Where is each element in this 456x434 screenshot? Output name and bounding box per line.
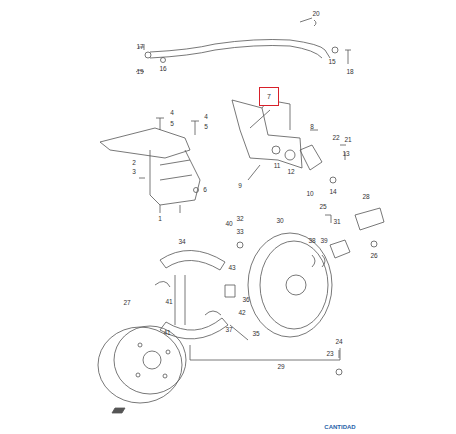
callout-number: 42	[237, 310, 246, 317]
callout-number: 20	[311, 11, 320, 18]
callout-number: 34	[177, 239, 186, 246]
callout-number: 5	[169, 121, 175, 128]
callout-number: 22	[331, 135, 340, 142]
callout-number: 8	[309, 124, 315, 131]
callout-number: 2	[131, 160, 137, 167]
washer	[272, 146, 280, 154]
callout-number: 16	[158, 66, 167, 73]
backing-plate-rim	[260, 241, 328, 329]
hub-hole	[286, 275, 306, 295]
cable-clip	[161, 58, 166, 63]
cable-end	[145, 52, 151, 58]
footer-label: CANTIDAD	[323, 424, 356, 430]
brake-drum	[98, 327, 182, 403]
callout-number: 40	[224, 221, 233, 228]
strut	[155, 281, 170, 287]
callout-number: 4	[169, 110, 175, 117]
callout-number: 25	[318, 204, 327, 211]
bleeder	[371, 241, 377, 247]
callout-number: 19	[135, 69, 144, 76]
callout-number: 32	[235, 216, 244, 223]
washer	[332, 47, 338, 53]
highlight-box: 7	[259, 87, 279, 106]
nut	[336, 369, 342, 375]
adjuster	[225, 285, 235, 297]
callout-number: 14	[328, 189, 337, 196]
callout-number: 30	[275, 218, 284, 225]
callout-number: 3	[131, 169, 137, 176]
bolt	[325, 215, 331, 223]
callout-number: 38	[307, 238, 316, 245]
callout-number: 12	[286, 169, 295, 176]
callout-number: 17	[135, 44, 144, 51]
bolt	[345, 50, 351, 64]
group-bracket	[190, 345, 340, 360]
callout-number: 9	[237, 183, 243, 190]
springs	[312, 255, 325, 267]
callout-number: 5	[203, 124, 209, 131]
nut	[194, 188, 199, 193]
nut	[330, 177, 336, 183]
brake-shoe	[160, 318, 228, 339]
callout-number: 6	[202, 187, 208, 194]
callout-number: 4	[203, 114, 209, 121]
callout-number: 15	[327, 59, 336, 66]
callout-number: 7	[267, 93, 271, 100]
callout-number: 43	[227, 265, 236, 272]
bolts	[156, 118, 199, 135]
arrow-icon	[112, 408, 125, 413]
clip	[300, 18, 316, 26]
callout-number: 28	[361, 194, 370, 201]
callout-number: 33	[235, 229, 244, 236]
callout-number: 23	[325, 351, 334, 358]
callout-number: 26	[369, 253, 378, 260]
spring	[205, 311, 221, 315]
callout-number: 29	[276, 364, 285, 371]
lever	[100, 128, 190, 158]
bushing	[285, 150, 295, 160]
bracket	[232, 100, 302, 168]
lever-pin	[230, 325, 248, 340]
bolt	[248, 165, 260, 180]
callout-number: 21	[343, 137, 352, 144]
callout-number: 41	[164, 299, 173, 306]
drum-hub	[143, 351, 161, 369]
callout-number: 18	[345, 69, 354, 76]
parking-cable	[150, 40, 330, 59]
callout-number: 11	[273, 163, 282, 170]
backing-plate	[248, 233, 332, 337]
spring	[175, 275, 185, 325]
lever-detail	[160, 160, 192, 180]
bleeder-plate	[355, 208, 384, 230]
callout-number: 27	[122, 300, 131, 307]
callout-number: 41	[162, 330, 171, 337]
callout-number: 35	[251, 331, 260, 338]
drum-rim	[114, 326, 186, 394]
wheel-cylinder	[330, 240, 350, 258]
callout-number: 37	[224, 327, 233, 334]
callout-number: 13	[341, 151, 350, 158]
callout-number: 39	[319, 238, 328, 245]
parking-cable	[150, 46, 322, 59]
lever-base	[150, 150, 200, 205]
callout-number: 36	[241, 297, 250, 304]
bolt	[339, 350, 340, 358]
callout-number: 1	[157, 216, 163, 223]
callout-number: 10	[305, 191, 314, 198]
callout-number: 24	[334, 339, 343, 346]
bolts	[310, 130, 346, 160]
leader	[139, 178, 180, 213]
callout-number: 31	[332, 219, 341, 226]
brake-shoe	[160, 250, 225, 270]
clip	[237, 242, 243, 248]
plate	[300, 145, 322, 170]
